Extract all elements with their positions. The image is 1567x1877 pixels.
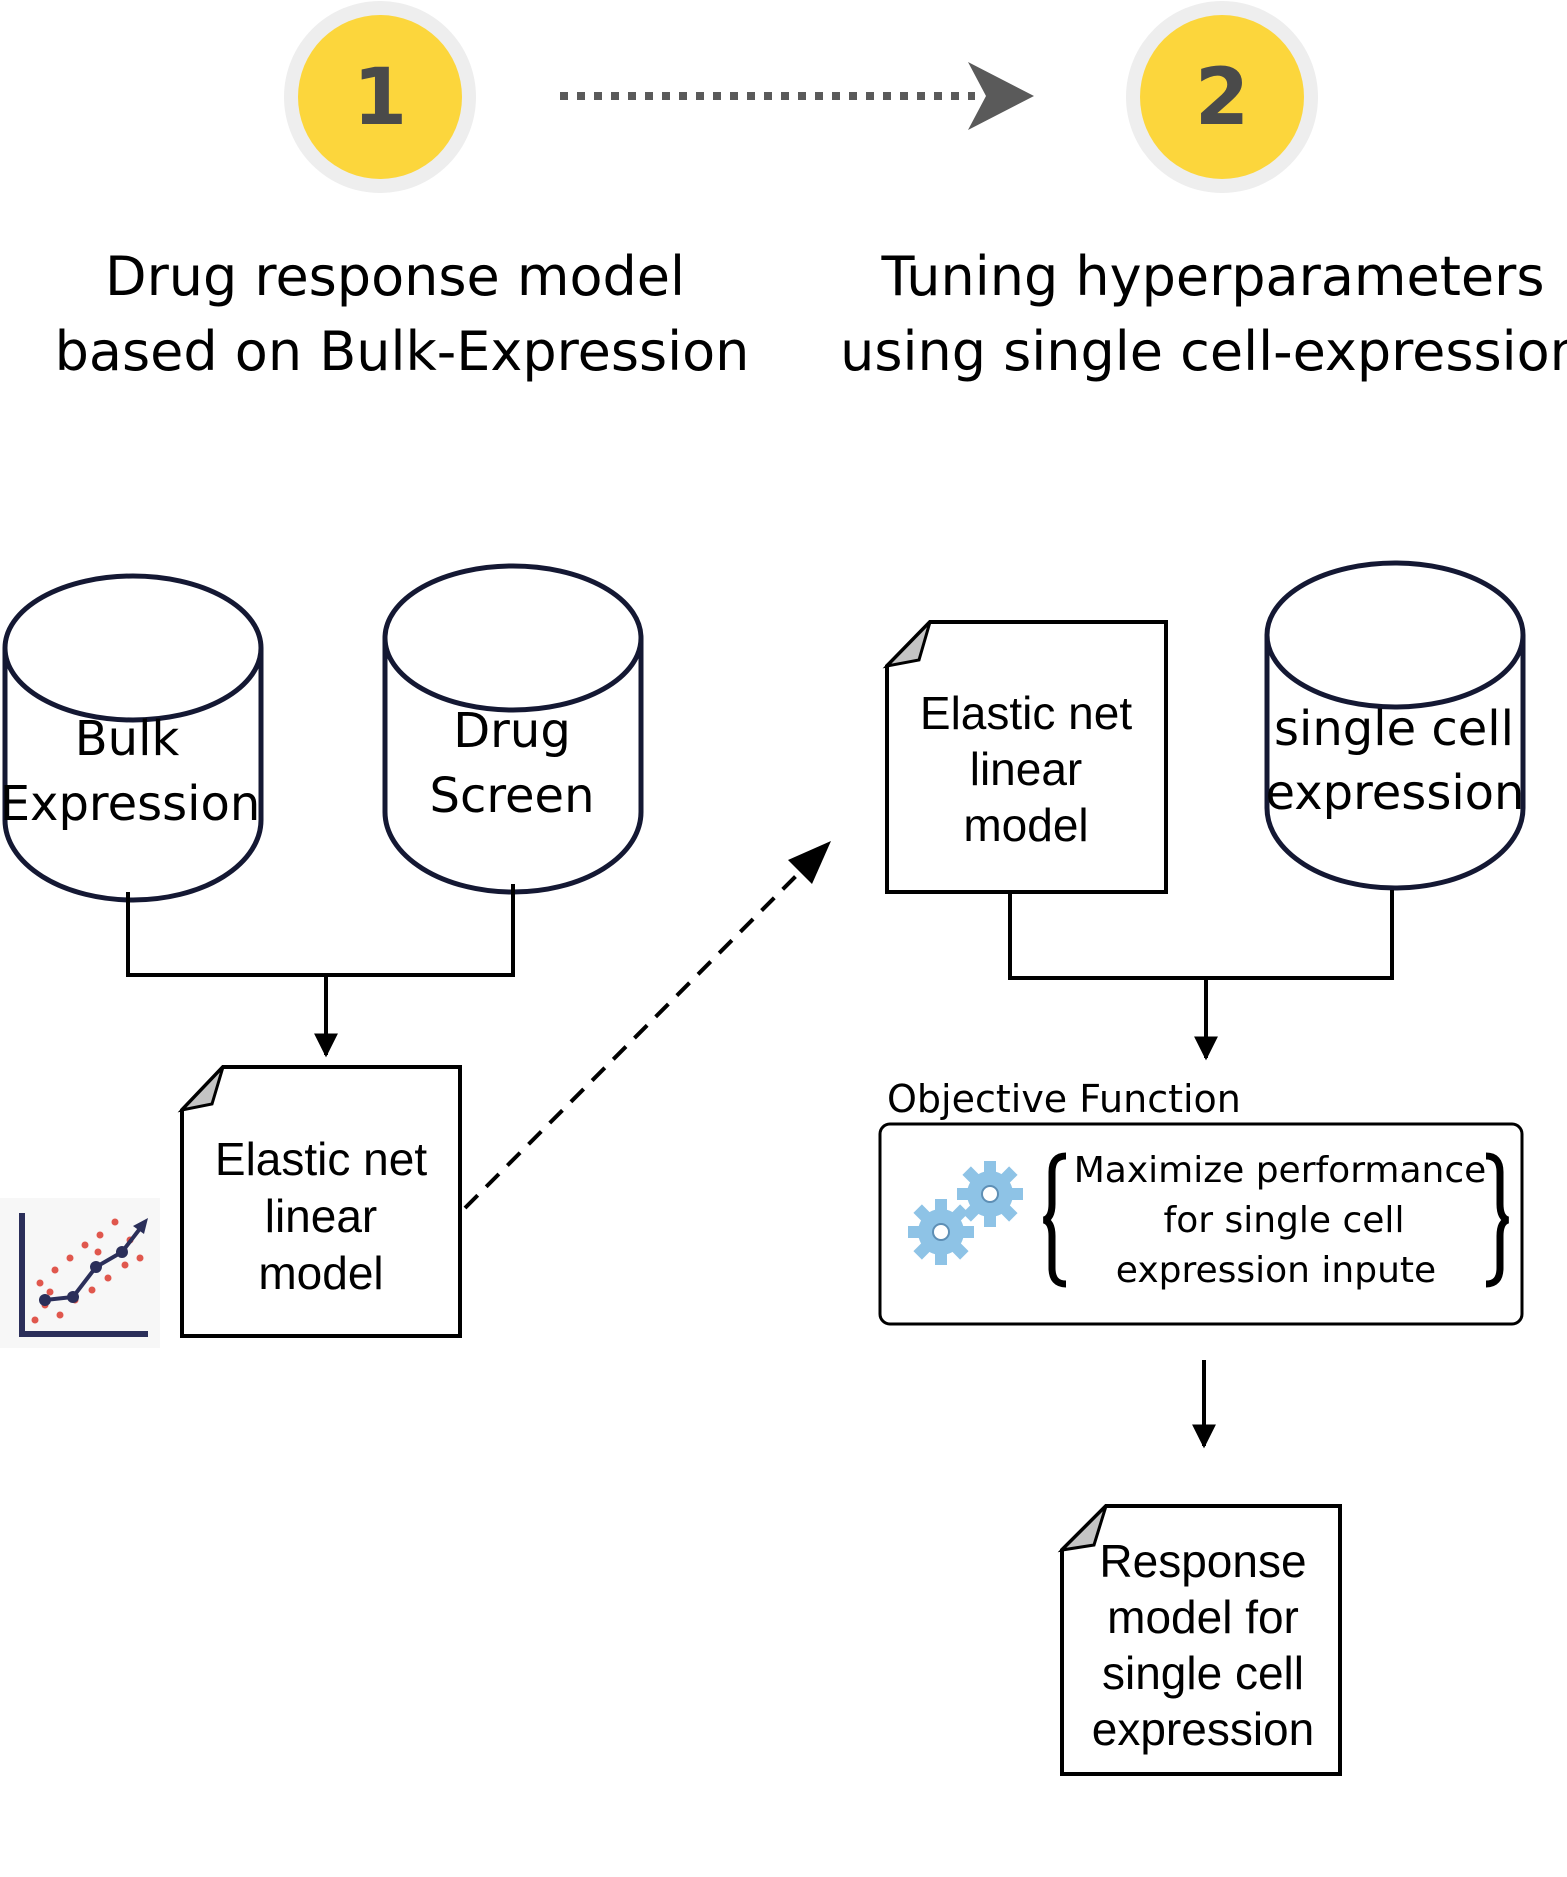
step-2-number: 2: [1195, 53, 1249, 143]
step-2-model-document: [882, 620, 1168, 894]
step-1-model-line1: Elastic net: [215, 1133, 427, 1185]
step-1-badge: 1: [284, 1, 476, 193]
result-line1: Response: [1099, 1535, 1306, 1587]
objective-text-line2: for single cell: [1164, 1200, 1405, 1241]
right-brace: [1485, 1152, 1510, 1288]
objective-text-line3: expression inpute: [1116, 1250, 1436, 1291]
step-2-badge: 2: [1126, 1, 1318, 193]
left-brace: [1042, 1152, 1067, 1288]
sc-db-label-line2: expression: [1266, 765, 1525, 821]
bulk-expression-database: [2, 573, 264, 903]
result-line2: model for: [1107, 1591, 1299, 1643]
objective-function-title: Objective Function: [887, 1077, 1241, 1121]
step-1-model-line2: linear: [265, 1190, 378, 1242]
drug-db-label-line1: Drug: [453, 703, 571, 759]
gears-icon: [908, 1161, 1023, 1265]
step-1-number: 1: [353, 53, 407, 143]
step-2-title-line2: using single cell-expression: [840, 320, 1567, 383]
step-1-model-document: [177, 1065, 462, 1338]
step-2-model-line1: Elastic net: [920, 687, 1132, 739]
step-connector-arrow: [560, 62, 1034, 130]
response-model-document: [1057, 1504, 1342, 1776]
sc-db-label-line1: single cell: [1274, 701, 1514, 757]
objective-text-line1: Maximize performance: [1074, 1150, 1487, 1191]
step-1-title-line1: Drug response model: [105, 245, 685, 308]
step-2-merge-connector: [1008, 890, 1394, 1061]
step-1-model-line3: model: [258, 1247, 383, 1299]
bulk-db-label-line1: Bulk: [75, 711, 180, 767]
drug-screen-database: [382, 563, 644, 895]
step-1-title-line2: based on Bulk-Expression: [55, 320, 750, 383]
bulk-db-label-line2: Expression: [0, 776, 260, 832]
step-1-merge-connector: [126, 884, 515, 1058]
objective-function-box: [878, 1122, 1524, 1326]
single-cell-expression-database: [1264, 560, 1526, 891]
drug-db-label-line2: Screen: [429, 768, 594, 824]
model-transfer-arrow: [463, 841, 831, 1210]
step-2-model-line3: model: [963, 799, 1088, 851]
trend-chart-icon: [0, 1198, 160, 1348]
result-line3: single cell: [1102, 1647, 1304, 1699]
result-line4: expression: [1092, 1703, 1314, 1755]
step-2-model-line2: linear: [970, 743, 1083, 795]
step-2-title-line1: Tuning hyperparameters: [880, 245, 1544, 308]
